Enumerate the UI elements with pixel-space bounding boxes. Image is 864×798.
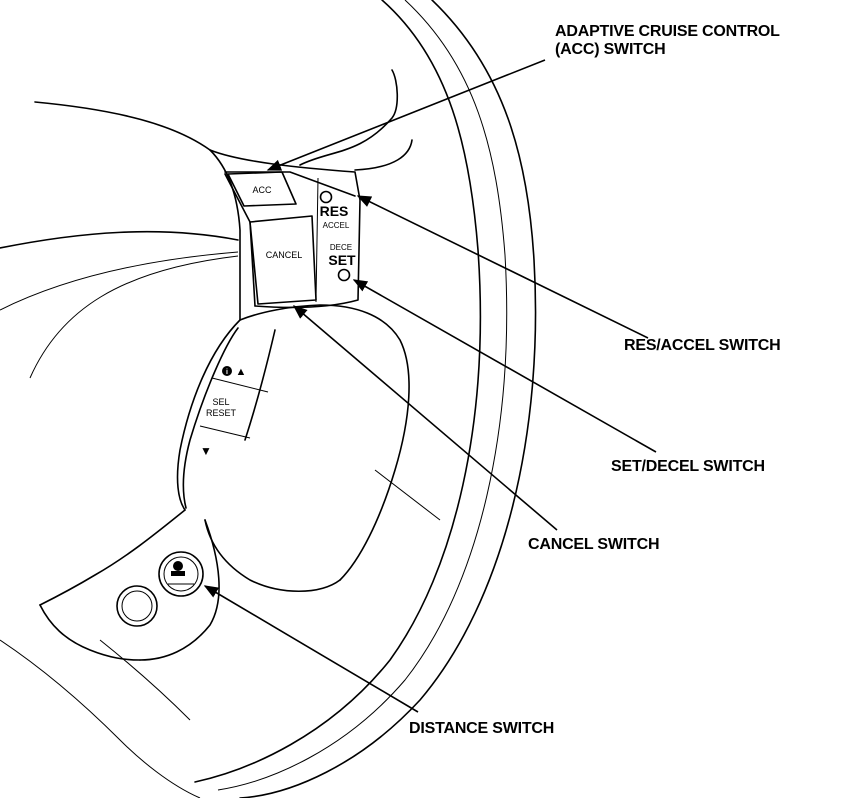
set-decel-leader-arrow [352, 279, 657, 453]
cancel-button-label: CANCEL [266, 250, 303, 260]
acc-button-label: ACC [252, 185, 272, 195]
dece-label: DECE [330, 243, 352, 252]
res-accel-switch-label: RES/ACCEL SWITCH [624, 337, 781, 354]
sel-label: SEL [212, 397, 229, 407]
res-accel-button[interactable]: RES ACCEL [319, 190, 350, 231]
info-icon [222, 366, 232, 376]
res-label: RES [320, 203, 349, 219]
accel-label: ACCEL [323, 221, 350, 230]
info-switch-panel [182, 327, 276, 509]
steering-wheel-rim [194, 0, 537, 798]
upper-spoke [0, 69, 413, 379]
sel-reset-button[interactable]: SEL RESET [206, 397, 237, 418]
leader-lines [203, 59, 657, 713]
cancel-leader-arrow [292, 305, 558, 531]
lower-spoke [0, 509, 220, 798]
up-arrow-icon: ▲ [236, 366, 247, 378]
res-accel-indicator [319, 190, 333, 204]
set-decel-button[interactable]: DECE SET [328, 243, 356, 282]
info-up-button[interactable]: i ▲ [222, 366, 246, 378]
info-icon-glyph: i [226, 369, 228, 376]
acc-leader-arrow [266, 59, 546, 171]
reset-label: RESET [206, 408, 237, 418]
down-arrow-icon: ▼ [200, 444, 212, 458]
distance-leader-arrow [203, 585, 419, 713]
distance-button[interactable] [158, 551, 204, 597]
distance-icon [173, 561, 183, 571]
res-accel-leader-arrow [356, 195, 649, 339]
set-decel-indicator [337, 268, 351, 282]
cancel-switch-label: CANCEL SWITCH [528, 536, 659, 553]
acc-button[interactable]: ACC [227, 171, 297, 207]
set-decel-switch-label: SET/DECEL SWITCH [611, 458, 765, 475]
set-label: SET [328, 252, 356, 268]
cancel-button[interactable]: CANCEL [249, 215, 317, 305]
acc-switch-label-line1: ADAPTIVE CRUISE CONTROL [555, 23, 780, 40]
round-button[interactable] [116, 585, 158, 627]
acc-switch-label-line2: (ACC) SWITCH [555, 41, 665, 58]
info-down-button[interactable]: ▼ [200, 444, 212, 458]
distance-switch-label: DISTANCE SWITCH [409, 720, 554, 737]
